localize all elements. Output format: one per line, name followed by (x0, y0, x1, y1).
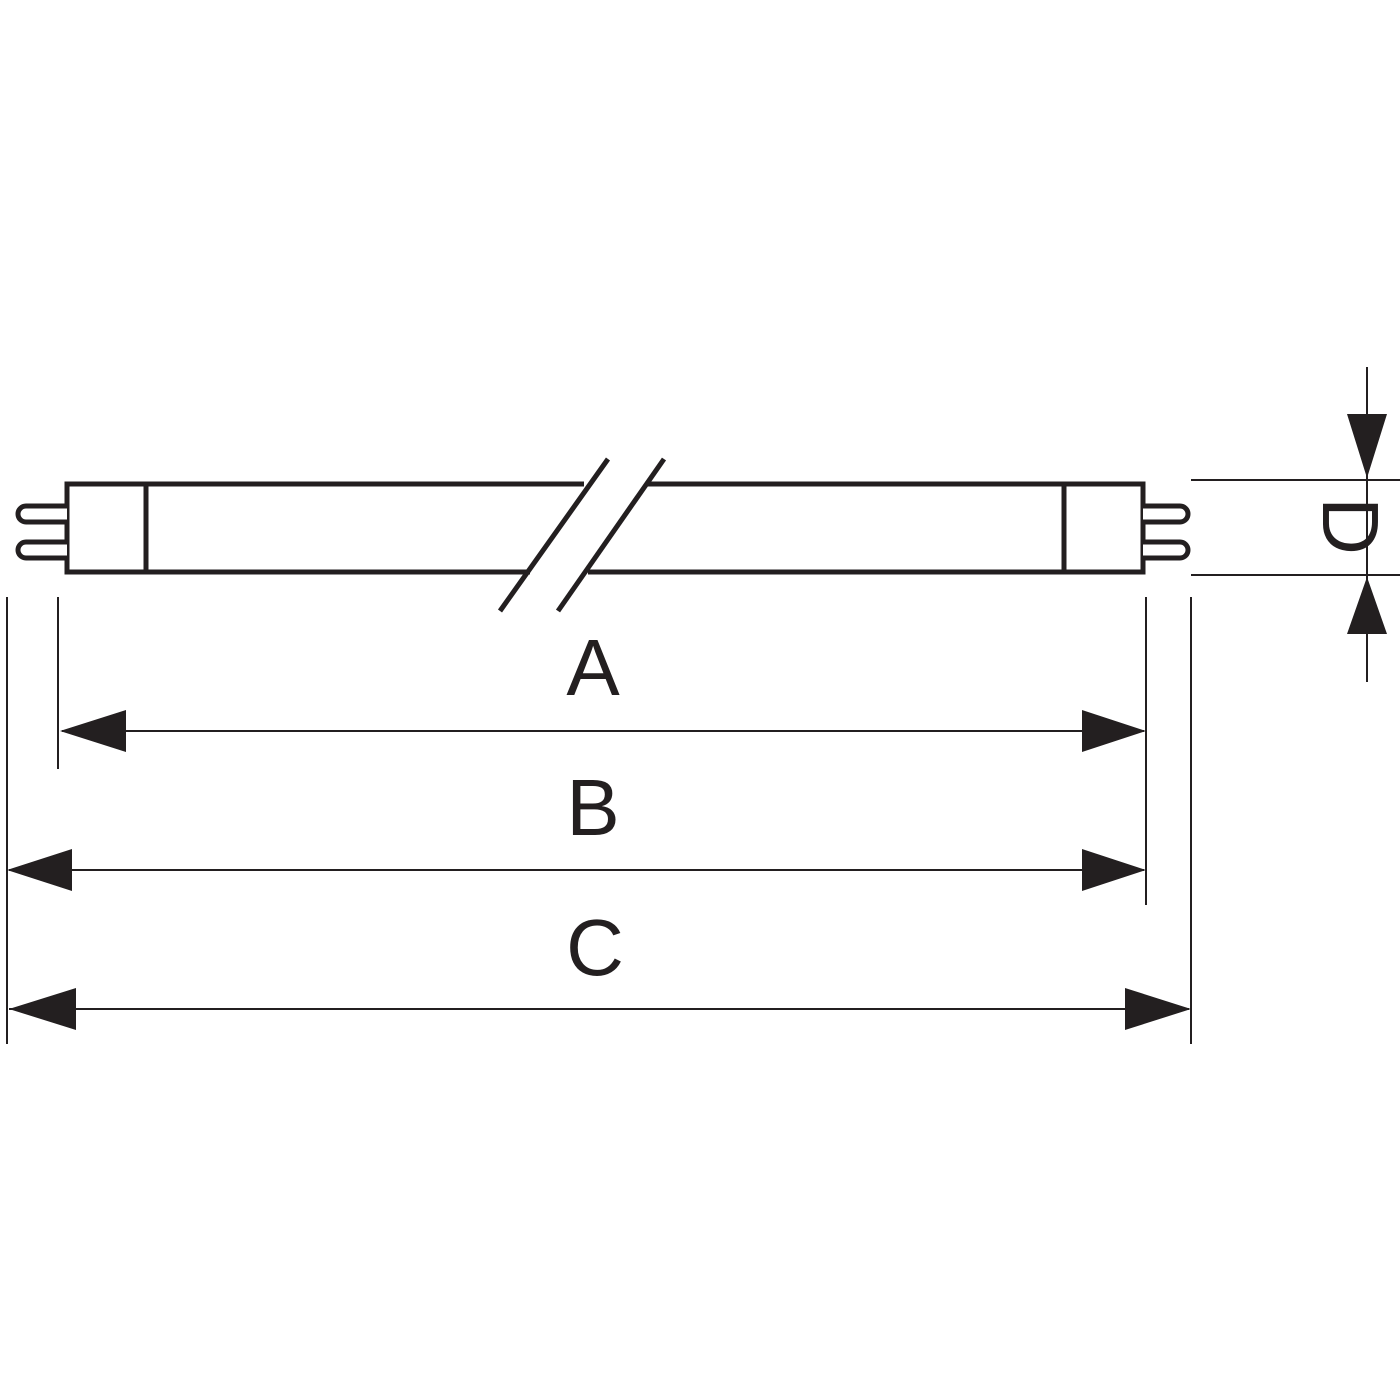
arrowhead-b-right (1082, 849, 1146, 891)
fluorescent-tube (64, 457, 1146, 613)
break-mark-right (555, 457, 667, 613)
arrowhead-b-left (7, 849, 72, 891)
extension-lines (6, 479, 1400, 1044)
arrowhead-c-left (9, 988, 76, 1030)
left-pin-top (15, 503, 67, 525)
left-pins (15, 503, 67, 561)
arrowhead-d-top (1347, 414, 1387, 478)
dimension-d: D (1306, 367, 1395, 682)
dimension-label-a: A (566, 623, 620, 712)
dimension-label-c: C (566, 903, 624, 992)
tube-outline-right (588, 481, 1146, 575)
right-pins (1143, 503, 1191, 561)
arrowhead-d-bottom (1347, 577, 1387, 634)
dimension-label-d: D (1306, 497, 1395, 555)
right-pin-bottom (1143, 539, 1191, 561)
tube-outline-left (64, 481, 584, 575)
arrowhead-a-right (1082, 710, 1146, 752)
arrowhead-a-left (60, 710, 126, 752)
dimension-b: B (7, 763, 1146, 891)
arrowhead-c-right (1125, 988, 1191, 1030)
right-pin-top (1143, 503, 1191, 525)
break-mark-left (497, 457, 611, 613)
dimension-label-b: B (566, 763, 619, 852)
dimension-c: C (9, 903, 1191, 1030)
left-pin-bottom (15, 539, 67, 561)
dimension-a: A (60, 623, 1146, 752)
